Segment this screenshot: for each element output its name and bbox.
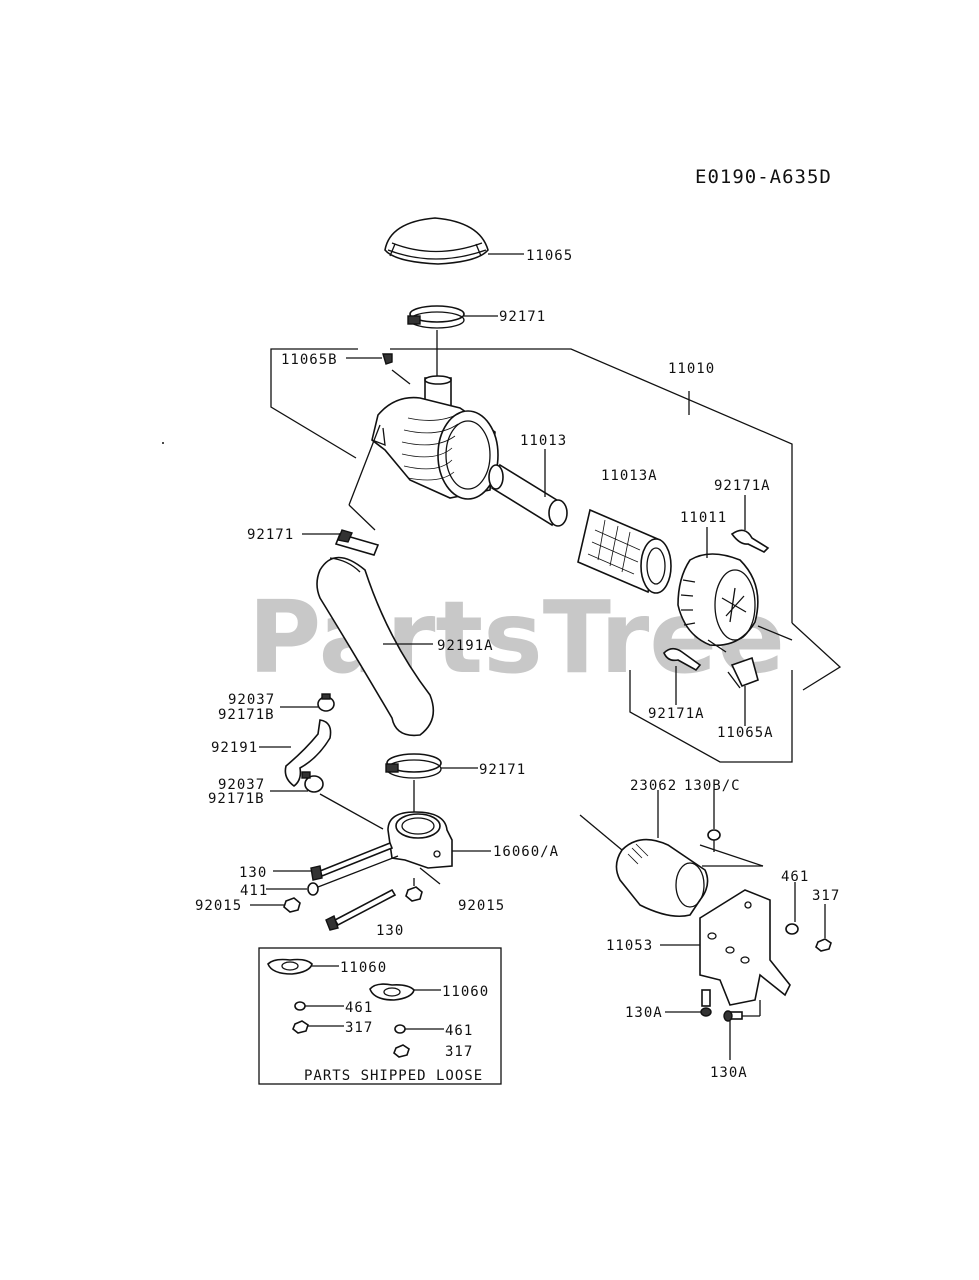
gasket-11060-a-part[interactable] — [267, 958, 313, 975]
label-11053[interactable]: 11053 — [606, 938, 653, 954]
bolt-130A-b-part[interactable] — [723, 1010, 743, 1022]
label-11010[interactable]: 11010 — [668, 361, 715, 377]
clip-92171A-bottom-part[interactable] — [663, 647, 702, 672]
label-11011[interactable]: 11011 — [680, 510, 727, 526]
intake-elbow-part[interactable] — [387, 811, 453, 869]
label-11065B[interactable]: 11065B — [281, 352, 338, 368]
nut-317-b-part[interactable] — [393, 1044, 410, 1058]
label-11013A[interactable]: 11013A — [601, 468, 658, 484]
bolt-130-lower-part[interactable] — [325, 888, 397, 931]
shroud-23062-part[interactable] — [615, 838, 709, 918]
label-92171A-bottom[interactable]: 92171A — [648, 706, 705, 722]
main-element-part[interactable] — [577, 508, 672, 594]
small-clamp-upper-part[interactable] — [317, 693, 335, 712]
evacuator-valve-part[interactable] — [727, 656, 759, 689]
label-130A-b[interactable]: 130A — [710, 1065, 748, 1081]
loose-box-title: PARTS SHIPPED LOOSE — [304, 1068, 483, 1084]
label-461-b[interactable]: 461 — [445, 1023, 473, 1039]
hose-clamp-left-part[interactable] — [334, 529, 380, 556]
label-130-b[interactable]: 130 — [376, 923, 404, 939]
gasket-11060-b-part[interactable] — [369, 983, 415, 1001]
nut-317-a-part[interactable] — [292, 1020, 309, 1034]
label-130-a[interactable]: 130 — [239, 865, 267, 881]
washer-411-part[interactable] — [307, 882, 319, 896]
label-92171-left[interactable]: 92171 — [247, 527, 294, 543]
label-461-right[interactable]: 461 — [781, 869, 809, 885]
bolt-130BC-part[interactable] — [707, 829, 721, 852]
hose-clamp-top-part[interactable] — [407, 305, 465, 329]
label-23062[interactable]: 23062 — [630, 778, 677, 794]
label-92171A-top[interactable]: 92171A — [714, 478, 771, 494]
label-317-b[interactable]: 317 — [445, 1044, 473, 1060]
diagram-code: E0190-A635D — [695, 166, 832, 188]
washer-461-a-part[interactable] — [294, 1001, 306, 1011]
label-92191A[interactable]: 92191A — [437, 638, 494, 654]
air-cleaner-body-part[interactable] — [371, 375, 499, 500]
label-317-right[interactable]: 317 — [812, 888, 840, 904]
label-92037-a[interactable]: 92037 — [228, 692, 275, 708]
label-92015-a[interactable]: 92015 — [195, 898, 242, 914]
label-130A-a[interactable]: 130A — [625, 1005, 663, 1021]
label-130BC[interactable]: 130B/C — [684, 778, 741, 794]
label-11013[interactable]: 11013 — [520, 433, 567, 449]
air-cleaner-cover-part[interactable] — [384, 217, 489, 265]
washer-461-b-part[interactable] — [394, 1024, 406, 1034]
label-411[interactable]: 411 — [240, 883, 268, 899]
bolt-130A-a-part[interactable] — [700, 989, 712, 1017]
inner-element-part[interactable] — [488, 463, 568, 527]
label-11060-a[interactable]: 11060 — [340, 960, 387, 976]
label-317-a[interactable]: 317 — [345, 1020, 373, 1036]
label-92171B-b[interactable]: 92171B — [208, 791, 265, 807]
label-92037-b[interactable]: 92037 — [218, 777, 265, 793]
air-cleaner-cap-part[interactable] — [677, 553, 759, 647]
label-92171-top[interactable]: 92171 — [499, 309, 546, 325]
label-11065[interactable]: 11065 — [526, 248, 573, 264]
loose-parts-box — [258, 947, 502, 1085]
label-11065A[interactable]: 11065A — [717, 725, 774, 741]
label-11060-b[interactable]: 11060 — [442, 984, 489, 1000]
hose-clamp-mid-part[interactable] — [385, 753, 442, 779]
stray-dot — [162, 442, 164, 444]
label-461-a[interactable]: 461 — [345, 1000, 373, 1016]
label-16060A[interactable]: 16060/A — [493, 844, 559, 860]
small-clamp-lower-part[interactable] — [301, 771, 324, 793]
label-92171B-a[interactable]: 92171B — [218, 707, 275, 723]
washer-461-right-part[interactable] — [785, 923, 799, 935]
nut-317-right-part[interactable] — [815, 938, 832, 952]
small-hose-92191-part[interactable] — [284, 719, 332, 787]
nut-92015-left-part[interactable] — [283, 897, 301, 913]
nut-92015-right-part[interactable] — [405, 886, 423, 902]
clip-92171A-top-part[interactable] — [730, 529, 770, 553]
label-92171-mid[interactable]: 92171 — [479, 762, 526, 778]
air-hose-92191A-part[interactable] — [316, 556, 435, 737]
bracket-11053-part[interactable] — [699, 889, 791, 1006]
label-92015-b[interactable]: 92015 — [458, 898, 505, 914]
label-92191[interactable]: 92191 — [211, 740, 258, 756]
bolt-130-upper-part[interactable] — [310, 841, 394, 881]
